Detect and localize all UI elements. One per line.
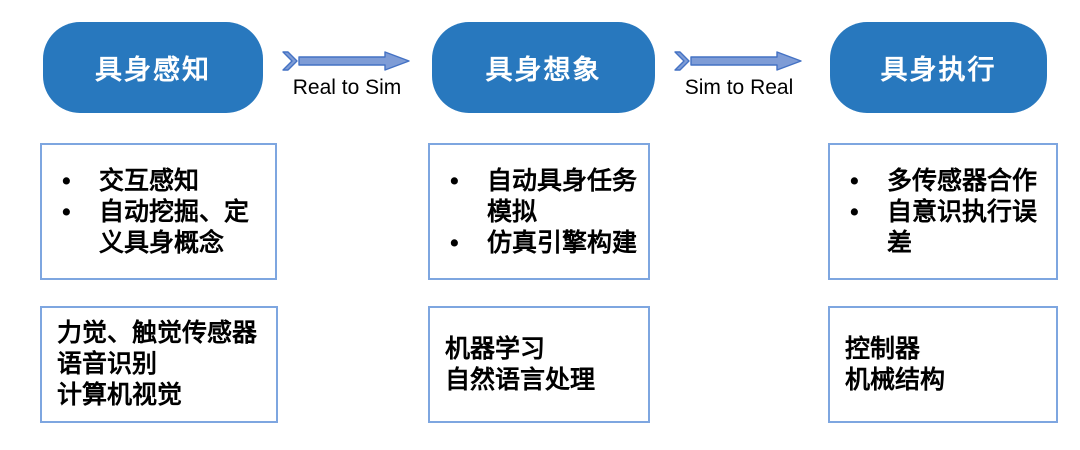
bullet-list: 自动具身任务模拟 仿真引擎构建 xyxy=(430,145,648,259)
bullet-item: 交互感知 xyxy=(62,166,269,197)
right-arrow-icon xyxy=(674,51,802,71)
bullet-list: 多传感器合作 自意识执行误差 xyxy=(830,145,1056,259)
bullet-item: 多传感器合作 xyxy=(850,166,1050,197)
right-arrow-icon xyxy=(282,51,410,71)
bullet-item: 仿真引擎构建 xyxy=(450,228,642,259)
arrow-real-to-sim: Real to Sim xyxy=(280,48,414,100)
box-line: 语音识别 xyxy=(57,350,158,378)
box-line: 控制器 xyxy=(845,334,921,363)
box-line: 机器学习 xyxy=(445,334,546,363)
stage-pill-execution: 具身执行 xyxy=(830,22,1047,113)
box-line: 力觉、触觉传感器 xyxy=(57,319,258,347)
box-line: 计算机视觉 xyxy=(57,381,183,409)
bullet-item: 自动具身任务模拟 xyxy=(450,166,642,228)
stage-pill-imagination: 具身想象 xyxy=(432,22,655,113)
method-box-perception: 力觉、触觉传感器 语音识别 计算机视觉 xyxy=(40,306,278,423)
bullet-item: 自意识执行误差 xyxy=(850,197,1050,259)
method-box-imagination: 机器学习 自然语言处理 xyxy=(428,306,650,423)
box-line: 自然语言处理 xyxy=(445,365,596,394)
arrow-label-real-to-sim: Real to Sim xyxy=(292,76,402,99)
box-line: 机械结构 xyxy=(845,365,946,394)
stage-pill-perception: 具身感知 xyxy=(43,22,263,113)
arrow-label-sim-to-real: Sim to Real xyxy=(684,76,794,99)
bullet-list: 交互感知 自动挖掘、定义具身概念 xyxy=(42,145,275,259)
bullet-box-imagination: 自动具身任务模拟 仿真引擎构建 xyxy=(428,143,650,280)
method-box-execution: 控制器 机械结构 xyxy=(828,306,1058,423)
bullet-box-execution: 多传感器合作 自意识执行误差 xyxy=(828,143,1058,280)
bullet-box-perception: 交互感知 自动挖掘、定义具身概念 xyxy=(40,143,277,280)
bullet-item: 自动挖掘、定义具身概念 xyxy=(62,197,269,259)
arrow-sim-to-real: Sim to Real xyxy=(672,48,806,100)
